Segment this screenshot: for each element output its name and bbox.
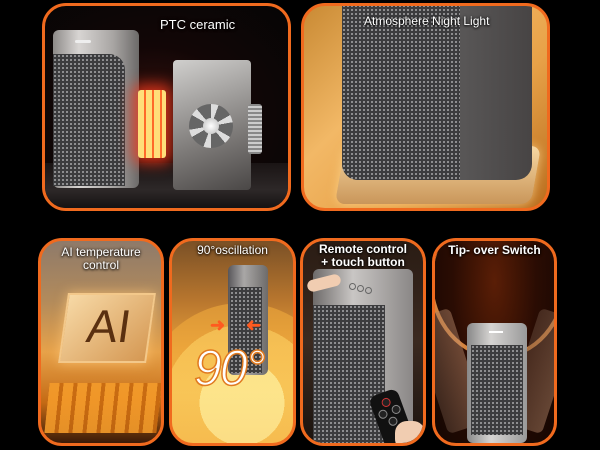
panel-ptc-ceramic: PTC ceramic xyxy=(42,3,291,211)
hand xyxy=(395,421,423,443)
touch-button-2 xyxy=(357,285,364,292)
heater-unit xyxy=(313,269,413,443)
panel-remote-control: Remote control + touch button xyxy=(300,238,426,446)
remote-button xyxy=(390,403,402,416)
title-line-2: + touch button xyxy=(321,255,405,270)
heater-grille xyxy=(53,54,125,186)
circuit-board xyxy=(44,383,161,433)
panel-title: AI temperature control xyxy=(41,245,161,273)
panel-oscillation: ➜ ➜ 90°oscillation 90° xyxy=(169,238,296,446)
fan-hub xyxy=(203,118,219,134)
display-slot xyxy=(489,331,503,333)
angle-label: 90° xyxy=(193,339,266,397)
heater-grille xyxy=(471,345,523,435)
title-line-1: Remote control xyxy=(318,242,407,256)
chip-label: AI xyxy=(83,300,135,352)
panel-title: PTC ceramic xyxy=(160,17,236,32)
oscillation-arrow-right-icon: ➜ xyxy=(246,315,262,335)
internal-chassis xyxy=(173,60,251,190)
title-line-1: AI temperature xyxy=(61,245,141,259)
power-button xyxy=(380,396,392,409)
heater-grille xyxy=(313,305,385,443)
panel-tip-over: Tip- over Switch xyxy=(432,238,557,446)
panel-night-light: Atmosphere Night Light xyxy=(301,3,550,211)
side-vent xyxy=(248,104,262,154)
oscillation-arrow-left-icon: ➜ xyxy=(210,315,226,335)
heater-grille xyxy=(230,287,262,373)
panel-title: 90°oscillation xyxy=(197,243,268,257)
chip-icon: AI xyxy=(58,293,156,363)
heater-unit xyxy=(467,323,527,443)
heater-grille xyxy=(342,6,460,180)
display-slot xyxy=(75,40,91,43)
panel-title: Remote control + touch button xyxy=(303,242,423,270)
touch-button-3 xyxy=(365,287,372,294)
heating-element-icon xyxy=(138,90,166,158)
heater-unit xyxy=(228,265,268,375)
heater-unit xyxy=(342,6,532,180)
touch-button-1 xyxy=(349,283,356,290)
panel-ai-temperature: AI temperature control AI xyxy=(38,238,164,446)
remote-button xyxy=(377,408,389,421)
heater-unit xyxy=(53,30,139,188)
panel-title: Tip- over Switch xyxy=(448,243,541,257)
panel-title: Atmosphere Night Light xyxy=(364,14,490,28)
title-line-2: control xyxy=(82,258,120,273)
